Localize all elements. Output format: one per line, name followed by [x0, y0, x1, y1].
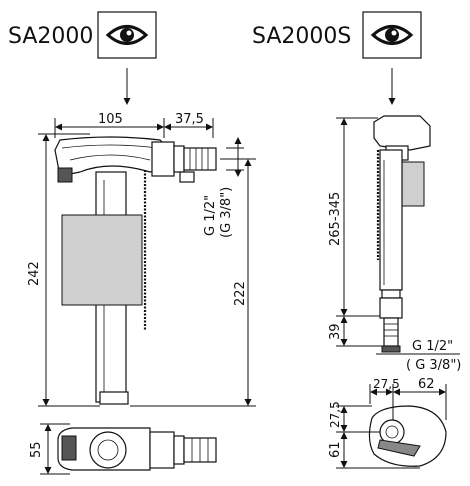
valve-side-view-right [373, 115, 431, 353]
svg-text:G 1/2": G 1/2" [203, 195, 218, 236]
svg-text:222: 222 [233, 281, 248, 306]
svg-text:242: 242 [27, 261, 42, 286]
dim-width-inlet: 37,5 [164, 112, 214, 138]
valve-bottom-view-left [57, 427, 217, 471]
dim-overall-height: 242 [27, 133, 100, 407]
svg-text:37,5: 37,5 [175, 112, 204, 127]
svg-text:(G 3/8"): (G 3/8") [219, 187, 234, 238]
dim-top-width: 62 [393, 377, 447, 420]
dim-height-range: 265-345 [328, 117, 380, 317]
svg-text:62: 62 [418, 377, 435, 392]
svg-text:27,5: 27,5 [373, 377, 400, 391]
svg-text:39: 39 [328, 323, 343, 340]
svg-text:105: 105 [98, 112, 123, 127]
dim-inlet-height: 222 [130, 158, 256, 407]
valve-top-view-right [368, 405, 447, 467]
eye-icon[interactable] [97, 11, 157, 59]
svg-text:G 1/2": G 1/2" [412, 339, 453, 354]
svg-text:27,5: 27,5 [328, 401, 342, 428]
svg-text:265-345: 265-345 [328, 192, 343, 246]
dim-shank-height: 39 [328, 316, 382, 347]
dim-side-depth: 61 [328, 432, 420, 469]
svg-text:55: 55 [29, 441, 44, 458]
model-name-right: SA2000S [252, 24, 351, 49]
model-name-left: SA2000 [8, 24, 93, 49]
eye-icon[interactable] [362, 11, 422, 59]
thread-label-right: G 1/2" ( G 3/8") [376, 339, 461, 373]
dim-width-body: 105 [54, 112, 165, 138]
svg-text:61: 61 [328, 441, 343, 458]
thread-label-left: G 1/2" (G 3/8") [203, 137, 244, 238]
valve-side-view-left [54, 136, 217, 405]
svg-text:( G 3/8"): ( G 3/8") [406, 358, 461, 373]
dim-bottom-width: 55 [29, 423, 70, 475]
